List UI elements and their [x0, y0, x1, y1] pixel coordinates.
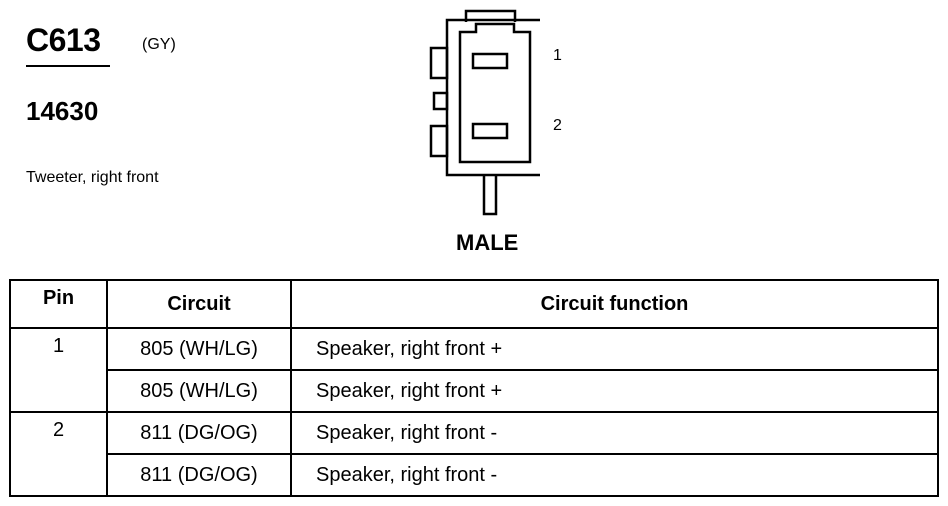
connector-face-diagram — [429, 9, 540, 216]
latch-tab — [464, 9, 517, 22]
rear-blade — [482, 175, 498, 216]
pin-cell: 1 — [9, 327, 108, 413]
function-cell: Speaker, right front + — [290, 327, 939, 371]
terminal-slot-2 — [471, 122, 509, 140]
side-key-top — [429, 46, 449, 80]
connector-id-underline — [26, 65, 110, 67]
circuit-cell: 811 (DG/OG) — [106, 411, 292, 455]
header-pin: Pin — [9, 279, 108, 329]
pinout-table: Pin Circuit Circuit function 1 805 (WH/L… — [9, 279, 939, 497]
pin-label-2: 2 — [553, 117, 562, 134]
connector-id: C613 — [26, 22, 101, 58]
table-row: 805 (WH/LG) Speaker, right front + — [10, 369, 939, 413]
housing-inner — [458, 22, 532, 164]
side-key-middle — [432, 91, 449, 111]
table-row: 2 811 (DG/OG) Speaker, right front - — [9, 411, 939, 497]
part-number: 14630 — [26, 96, 99, 126]
circuit-cell: 805 (WH/LG) — [106, 327, 292, 371]
component-description: Tweeter, right front — [26, 169, 159, 186]
color-code: (GY) — [142, 36, 176, 53]
table-row: 1 805 (WH/LG) Speaker, right front + — [9, 327, 939, 413]
gender-label: MALE — [456, 230, 519, 255]
circuit-cell: 805 (WH/LG) — [106, 369, 292, 413]
function-cell: Speaker, right front + — [290, 369, 939, 413]
table-row: 811 (DG/OG) Speaker, right front - — [10, 453, 939, 497]
header-circuit-function: Circuit function — [290, 279, 939, 329]
function-cell: Speaker, right front - — [290, 411, 939, 455]
table-header-row: Pin Circuit Circuit function — [9, 279, 939, 329]
function-cell: Speaker, right front - — [290, 453, 939, 497]
circuit-cell: 811 (DG/OG) — [106, 453, 292, 497]
pin-cell: 2 — [9, 411, 108, 497]
pin-label-1: 1 — [553, 47, 562, 64]
terminal-slot-1 — [471, 52, 509, 70]
side-key-bottom — [429, 124, 449, 158]
header-circuit: Circuit — [106, 279, 292, 329]
